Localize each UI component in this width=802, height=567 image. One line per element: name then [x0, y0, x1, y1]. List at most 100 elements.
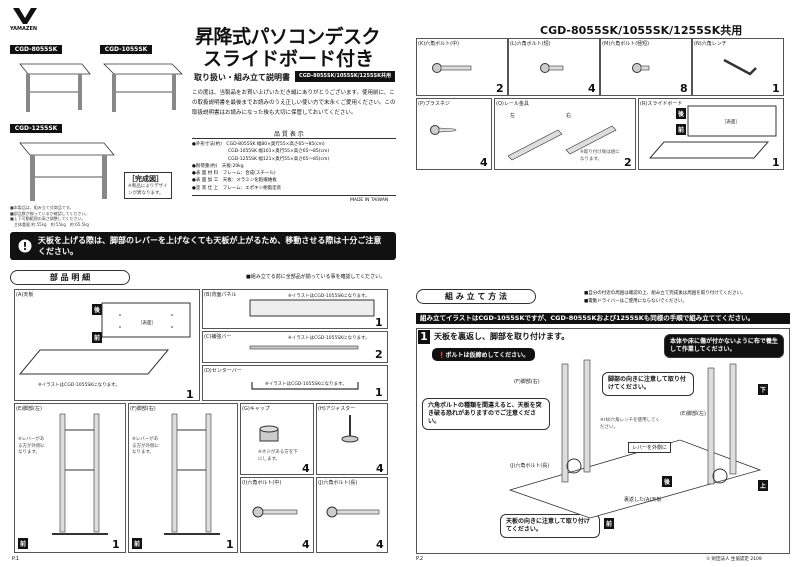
part-f-qty: 1 — [226, 538, 234, 551]
part-j-qty: 4 — [376, 538, 384, 551]
part-r-front-tag: 前 — [676, 124, 687, 135]
part-r-label: (R)スライドボード — [640, 101, 683, 107]
svg-text:!: ! — [22, 240, 27, 253]
warning-text: 天板を上げる際は、脚部のレバーを上げなくても天板が上がるため、移動させる際は十分… — [38, 236, 382, 256]
label-wrench: ※(N)六角レンチを使用してください。 — [600, 418, 660, 430]
part-j-label: (J)六角ボルト(長) — [318, 480, 358, 486]
part-d-box — [202, 365, 388, 401]
model-badge: CGD-8055SK/1055SK/1255SK共用 — [295, 71, 395, 82]
complete-label: ［完成図］ ※製品によりデザインが異なります。 — [124, 172, 172, 199]
parts-note: ■組み立てる前に全部品が揃っている事を確認してください。 — [246, 274, 386, 280]
assembly-section-title: 組 み 立 て 方 法 — [416, 289, 536, 304]
part-a-front-tag: 前 — [92, 332, 103, 343]
desk-8055-illustration — [19, 63, 91, 112]
part-p-qty: 4 — [480, 156, 488, 169]
step-1-title: 天板を裏返し、脚部を取り付けます。 — [434, 332, 570, 341]
part-m-label: (M)六角ボルト(極短) — [602, 41, 650, 47]
spec-title: 品 質 表 示 — [274, 131, 304, 138]
part-h-box — [316, 403, 388, 475]
part-a-center-label: ［表面］ — [138, 321, 156, 326]
part-q-box — [494, 98, 636, 170]
part-p-box — [416, 98, 492, 170]
warning-icon: ! — [18, 239, 32, 253]
part-k-bolt — [432, 63, 472, 73]
part-a-back-tag: 後 — [92, 304, 103, 315]
part-q-side-left: 左 — [510, 113, 516, 119]
part-c-bar — [249, 345, 359, 350]
part-r-qty: 1 — [772, 156, 780, 169]
part-a-label: (A)天板 — [16, 292, 34, 298]
page-number-right: P.2 — [416, 556, 424, 562]
part-g-cap — [259, 425, 279, 442]
part-b-note: ※イラストはCGD-1055SKになります。 — [288, 294, 370, 299]
part-f-front-tag: 前 — [132, 538, 143, 549]
part-r-box — [638, 98, 784, 170]
spec-row: ●外形寸法(約) CGD-8055SK 幅80×奥行55×高さ65～85(cm) — [192, 142, 325, 147]
part-c-note: ※イラストはCGD-1055SKになります。 — [288, 336, 370, 341]
part-j-bolt — [326, 506, 380, 518]
part-c-qty: 2 — [375, 348, 383, 361]
callout-leg-direction: 脚部の向きに注意して取り付けてください。 — [602, 372, 694, 396]
part-q-side-right: 右 — [566, 113, 572, 119]
part-d-bar — [251, 382, 359, 390]
part-i-label: (I)六角ボルト(中) — [242, 480, 282, 486]
part-b-panel — [249, 299, 375, 317]
assembly-illustration — [508, 359, 762, 519]
spec-row: ●塗 装 仕 上 フレーム：エポキシ樹脂塗装 — [192, 185, 282, 191]
part-g-label: (G)キャップ — [242, 406, 270, 412]
part-g-box — [240, 403, 314, 475]
part-f-note: ※レバーがある方が外側になります。 — [132, 437, 159, 455]
part-e-label: (E)脚部(左) — [16, 406, 42, 412]
dir-up-tag: 上 — [758, 480, 769, 491]
part-g-note: ※ネジがある方を下にします。 — [258, 450, 298, 462]
callout-bolt-type: 六角ボルトの種類を間違えると、天板を突き破る恐れがありますのでご注意ください。 — [422, 398, 550, 430]
part-a-box — [14, 289, 200, 401]
callout-top-direction: 天板の向きに注意して取り付けてください。 — [500, 514, 600, 538]
step-1-box — [416, 328, 790, 554]
part-e-leg — [52, 413, 108, 535]
part-l-box — [508, 38, 600, 96]
part-h-qty: 4 — [376, 462, 384, 475]
part-q-label: (Q)レール金具 — [496, 101, 529, 107]
part-b-qty: 1 — [375, 316, 383, 329]
label-lever-out: レバーを外側に — [628, 442, 672, 453]
label-inverted-top: 裏返した(A)天板 — [624, 497, 662, 503]
page-title-line1: 昇降式パソコンデスク — [195, 26, 381, 48]
part-c-label: (C)補強バー — [204, 334, 232, 340]
callout-floor: 本体や床に傷が付かないように布で養生して作業してください。 — [664, 334, 784, 358]
part-a-top-perspective — [18, 349, 170, 375]
part-h-label: (H)アジャスター — [318, 406, 356, 412]
hex-wrench-icon — [723, 58, 757, 76]
made-in: MADE IN TAIWAN — [350, 198, 389, 203]
part-r-back-tag: 後 — [676, 108, 687, 119]
part-l-qty: 4 — [588, 82, 596, 95]
desk-1055-illustration — [103, 63, 183, 112]
part-d-label: (D)センターバー — [204, 368, 242, 374]
assembly-note-1: ■自分の付近の周囲は確認の上、組み立て完成後は周囲を取り付けてください。 — [584, 291, 746, 296]
spec-row: ●表 面 加 工 天板：メラミン化粧繊維板 — [192, 178, 277, 184]
part-k-box — [416, 38, 508, 96]
part-i-bolt — [252, 506, 298, 518]
part-a-note: ※イラストはCGD-1055SKになります。 — [38, 383, 120, 388]
part-j-box — [316, 477, 388, 553]
part-i-box — [240, 477, 314, 553]
spec-row: ●表 面 材 料 フレーム：合成(スチール) — [192, 171, 276, 177]
part-q-rails — [507, 125, 617, 161]
part-r-center-label: ［表面］ — [722, 120, 740, 125]
dir-down-tag: 下 — [758, 384, 769, 395]
manual-subtitle: 取り扱い・組み立て説明書 — [194, 73, 290, 82]
spec-box: ●外形寸法(約) CGD-8055SK 幅80×奥行55×高さ65～85(cm)… — [192, 138, 396, 196]
part-k-qty: 2 — [496, 82, 504, 95]
part-f-label: (F)脚部(右) — [130, 406, 156, 412]
model-label-8055: CGD-8055SK — [10, 45, 62, 54]
part-m-bolt — [632, 63, 650, 73]
part-d-qty: 1 — [375, 386, 383, 399]
label-leg-right: (F)脚部(右) — [514, 379, 540, 385]
page-number-left: P.1 — [12, 556, 20, 562]
footer-cert: ① 財団法人 生協認定 2109 — [706, 557, 762, 562]
part-q-qty: 2 — [624, 156, 632, 169]
part-e-qty: 1 — [112, 538, 120, 551]
assembly-banner: 組み立てイラストはCGD-1055SKですが、CGD-8055SKおよび1255… — [416, 313, 790, 324]
spec-row: CGD-1055SK 幅101×奥行55×高さ65～85(cm) — [228, 149, 330, 155]
part-b-box — [202, 289, 388, 329]
